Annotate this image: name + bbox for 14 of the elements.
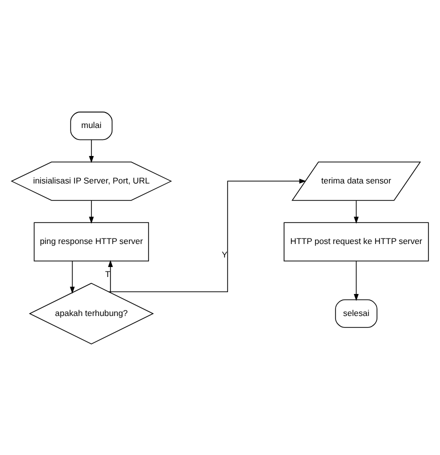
node-box: selesai	[335, 298, 378, 328]
node-box: mulai	[70, 111, 112, 140]
node-box: HTTP post request ke HTTP server	[284, 222, 429, 261]
arrow	[108, 260, 113, 293]
arrow	[354, 200, 359, 224]
arrow	[88, 138, 94, 162]
node-diamond: apakah terhubung?	[28, 282, 154, 344]
arrow	[354, 260, 359, 300]
arrow	[70, 260, 75, 294]
arrow	[88, 200, 94, 224]
arrow	[108, 178, 306, 292]
edge-label: Y	[222, 248, 228, 259]
edge-label: T	[105, 268, 110, 279]
node-box: ping response HTTP server	[34, 222, 149, 261]
